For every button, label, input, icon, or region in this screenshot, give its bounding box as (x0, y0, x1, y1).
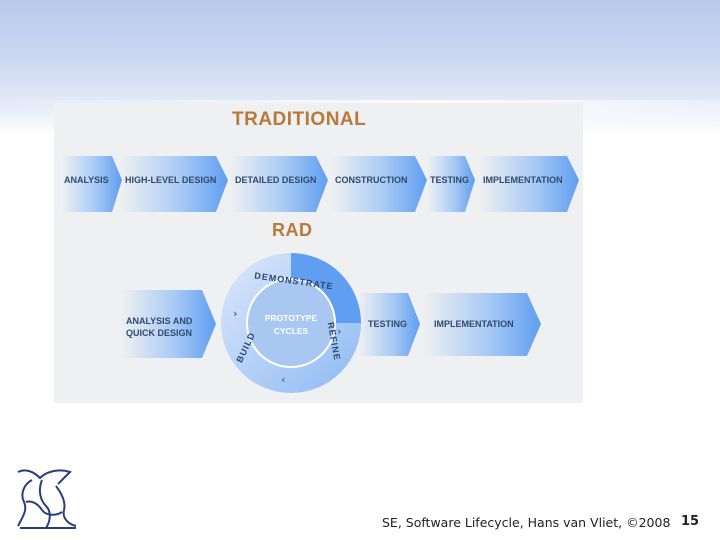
university-logo (17, 469, 77, 529)
prototype-cycles-label: PROTOTYPE CYCLES (264, 313, 318, 336)
rad-title: RAD (272, 220, 313, 240)
arrow-analysis (62, 156, 122, 212)
footer-credit: SE, Software Lifecycle, Hans van Vliet, … (382, 515, 671, 530)
arrow-rad-implementation (424, 293, 541, 356)
arrow-testing (428, 156, 475, 212)
step-implementation: IMPLEMENTATION (483, 175, 563, 185)
arrow-construction (332, 156, 427, 212)
page-number: 15 (681, 514, 700, 529)
traditional-title: TRADITIONAL (232, 109, 367, 130)
arrow-implementation (480, 156, 579, 212)
lifecycle-diagram: › ‹ › TRADITIONAL ANALYSIS HIGH-LEVEL DE… (54, 103, 583, 403)
arrow-detailed-design (231, 156, 328, 212)
step-analysis-quick-design: ANALYSIS AND QUICK DESIGN (126, 316, 193, 338)
step-detailed-design: DETAILED DESIGN (235, 175, 317, 185)
step-analysis: ANALYSIS (64, 175, 109, 185)
diagram-graphics: › ‹ › (62, 156, 579, 393)
step-high-level-design: HIGH-LEVEL DESIGN (125, 175, 217, 185)
step-construction: CONSTRUCTION (335, 175, 408, 185)
arrow-rad-testing (359, 293, 420, 356)
prototype-cycle-ring: › ‹ › (221, 253, 361, 393)
svg-text:‹: ‹ (281, 373, 286, 386)
arrow-high-level-design (122, 156, 228, 212)
rad-step-testing: TESTING (368, 319, 408, 329)
step-testing: TESTING (430, 175, 470, 185)
svg-text:›: › (337, 325, 342, 338)
rad-step-implementation: IMPLEMENTATION (434, 319, 514, 329)
svg-text:›: › (233, 307, 238, 320)
arrow-analysis-quick-design (122, 290, 216, 358)
